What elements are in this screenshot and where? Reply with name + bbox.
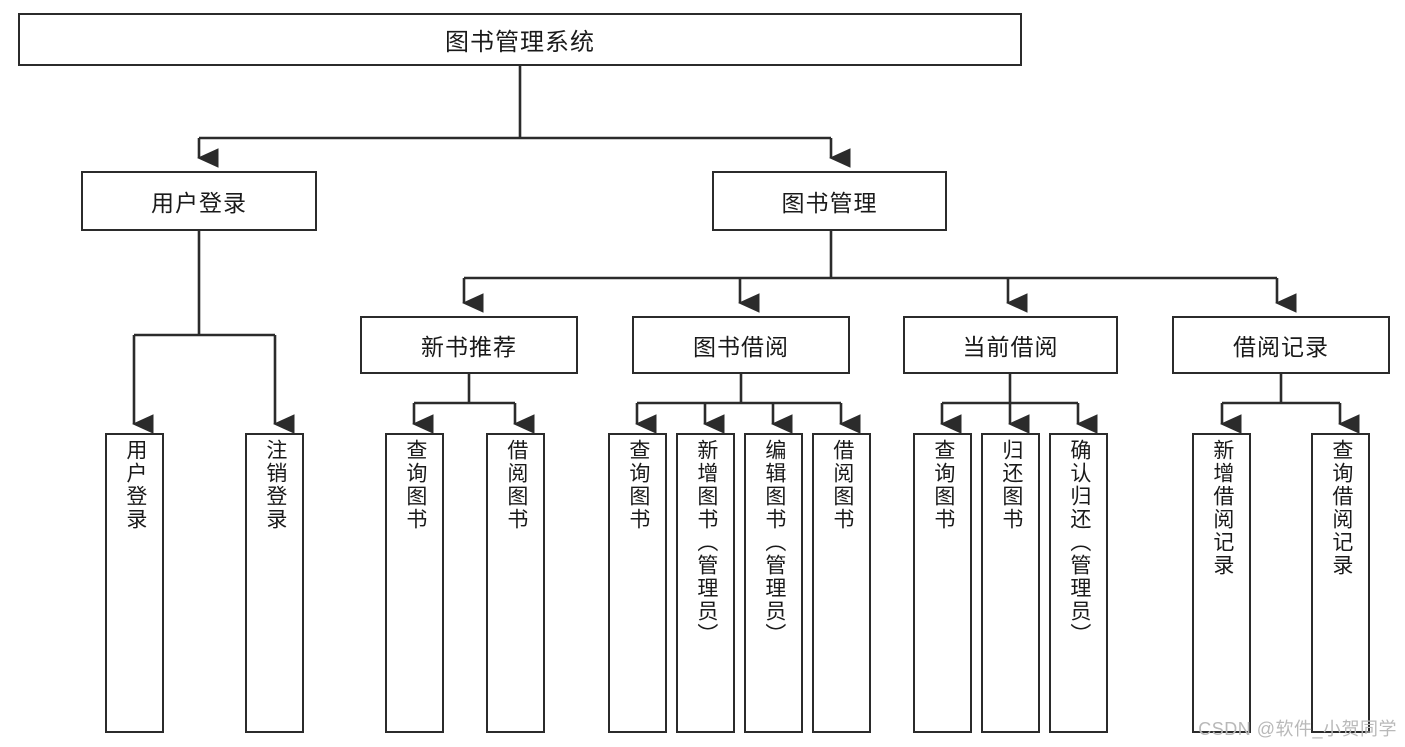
- leaf-query-book-borrow[interactable]: 查询图书: [608, 433, 667, 733]
- node-label: 查询图书: [931, 439, 955, 531]
- node-label: 归还图书: [999, 439, 1023, 531]
- node-label: 新增借阅记录: [1210, 439, 1234, 577]
- node-label: 借阅图书: [830, 439, 854, 531]
- node-label: 新增图书（管理员）: [694, 439, 718, 646]
- node-new-book-recommend[interactable]: 新书推荐: [360, 316, 578, 374]
- node-label: 用户登录: [123, 439, 147, 531]
- leaf-return-book[interactable]: 归还图书: [981, 433, 1040, 733]
- node-label: 查询借阅记录: [1329, 439, 1353, 577]
- node-label: 编辑图书（管理员）: [762, 439, 786, 646]
- node-label: 查询图书: [403, 439, 427, 531]
- node-current-borrow[interactable]: 当前借阅: [903, 316, 1118, 374]
- node-book-borrow[interactable]: 图书借阅: [632, 316, 850, 374]
- node-label: 注销登录: [263, 439, 287, 531]
- watermark-text: CSDN @软件_小贺同学: [1198, 719, 1397, 739]
- node-book-management[interactable]: 图书管理: [712, 171, 947, 231]
- leaf-add-book[interactable]: 新增图书（管理员）: [676, 433, 735, 733]
- node-user-login[interactable]: 用户登录: [81, 171, 317, 231]
- leaf-edit-book[interactable]: 编辑图书（管理员）: [744, 433, 803, 733]
- leaf-query-borrow-record[interactable]: 查询借阅记录: [1311, 433, 1370, 733]
- node-label: 图书借阅: [693, 334, 789, 360]
- node-label: 借阅记录: [1233, 334, 1329, 360]
- node-label: 查询图书: [626, 439, 650, 531]
- leaf-add-borrow-record[interactable]: 新增借阅记录: [1192, 433, 1251, 733]
- node-label: 图书管理: [781, 190, 878, 216]
- leaf-query-book-current[interactable]: 查询图书: [913, 433, 972, 733]
- node-label: 确认归还（管理员）: [1067, 439, 1091, 646]
- node-label: 当前借阅: [962, 334, 1059, 360]
- node-label: 借阅图书: [504, 439, 528, 531]
- node-root-system[interactable]: 图书管理系统: [18, 13, 1022, 66]
- leaf-confirm-return[interactable]: 确认归还（管理员）: [1049, 433, 1108, 733]
- leaf-logout[interactable]: 注销登录: [245, 433, 304, 733]
- node-label: 图书管理系统: [445, 29, 595, 56]
- leaf-query-book-recommend[interactable]: 查询图书: [385, 433, 444, 733]
- node-borrow-record[interactable]: 借阅记录: [1172, 316, 1390, 374]
- node-label: 新书推荐: [421, 334, 517, 360]
- node-label: 用户登录: [151, 190, 247, 216]
- leaf-user-login[interactable]: 用户登录: [105, 433, 164, 733]
- leaf-borrow-book[interactable]: 借阅图书: [812, 433, 871, 733]
- leaf-borrow-book-recommend[interactable]: 借阅图书: [486, 433, 545, 733]
